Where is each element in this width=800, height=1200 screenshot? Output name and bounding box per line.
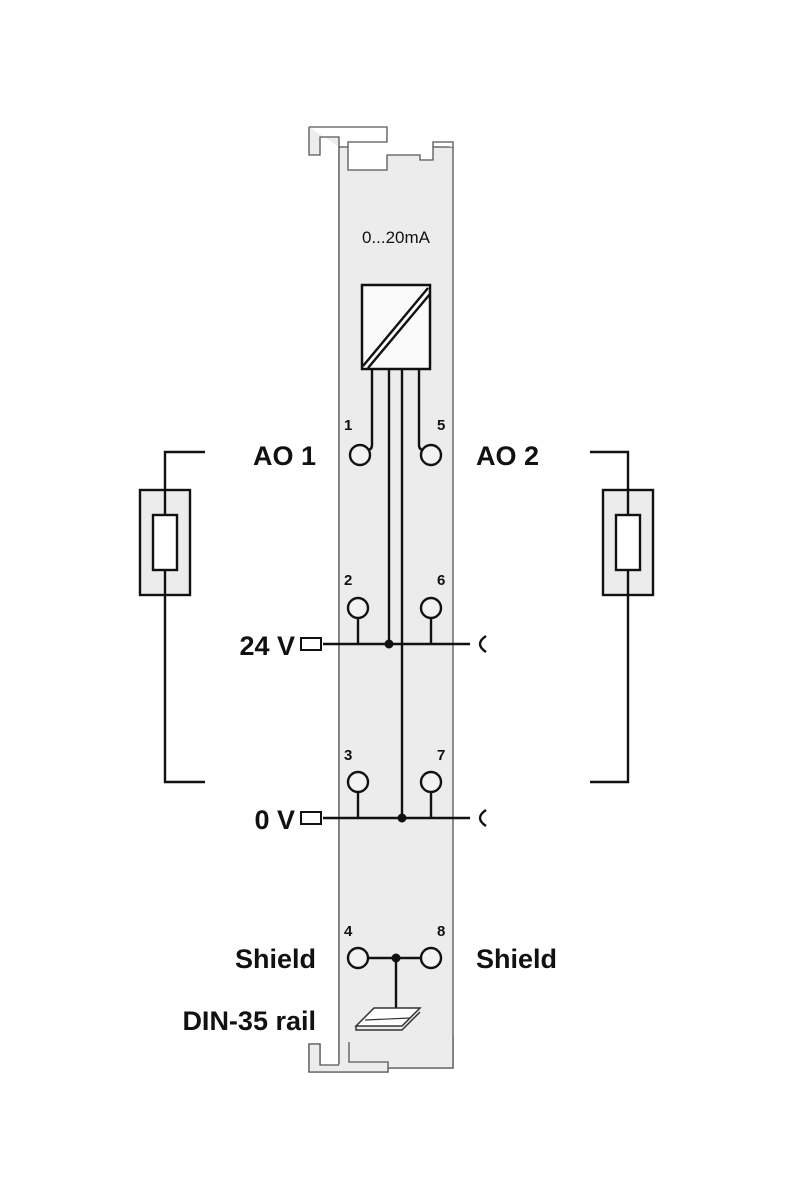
load-left bbox=[138, 450, 205, 784]
terminal-number-8: 8 bbox=[437, 923, 445, 940]
load-right bbox=[590, 450, 655, 784]
terminal-6[interactable] bbox=[419, 596, 443, 620]
internal-wiring bbox=[300, 369, 487, 1010]
range-label: 0...20mA bbox=[362, 228, 431, 247]
0v-label: 0 V bbox=[254, 805, 295, 835]
terminal-8[interactable] bbox=[419, 946, 443, 970]
terminal-number-3: 3 bbox=[344, 747, 352, 764]
terminal-number-6: 6 bbox=[437, 572, 445, 589]
ao2-label: AO 2 bbox=[476, 441, 539, 471]
terminal-2[interactable] bbox=[346, 596, 370, 620]
shield-right-label: Shield bbox=[476, 944, 557, 974]
din-rail-icon bbox=[354, 1007, 422, 1031]
terminal-5[interactable] bbox=[419, 443, 443, 467]
terminal-1[interactable] bbox=[348, 443, 372, 467]
terminal-number-1: 1 bbox=[344, 417, 352, 434]
shield-left-label: Shield bbox=[235, 944, 316, 974]
ao1-label: AO 1 bbox=[253, 441, 316, 471]
24v-label: 24 V bbox=[239, 631, 295, 661]
terminal-number-2: 2 bbox=[344, 572, 352, 589]
terminal-4[interactable] bbox=[346, 946, 370, 970]
converter-symbol bbox=[360, 283, 432, 371]
terminal-number-5: 5 bbox=[437, 417, 445, 434]
terminal-number-7: 7 bbox=[437, 747, 445, 764]
terminal-3[interactable] bbox=[346, 770, 370, 794]
din-rail-label: DIN-35 rail bbox=[182, 1006, 316, 1036]
terminal-number-4: 4 bbox=[344, 923, 353, 940]
terminal-7[interactable] bbox=[419, 770, 443, 794]
